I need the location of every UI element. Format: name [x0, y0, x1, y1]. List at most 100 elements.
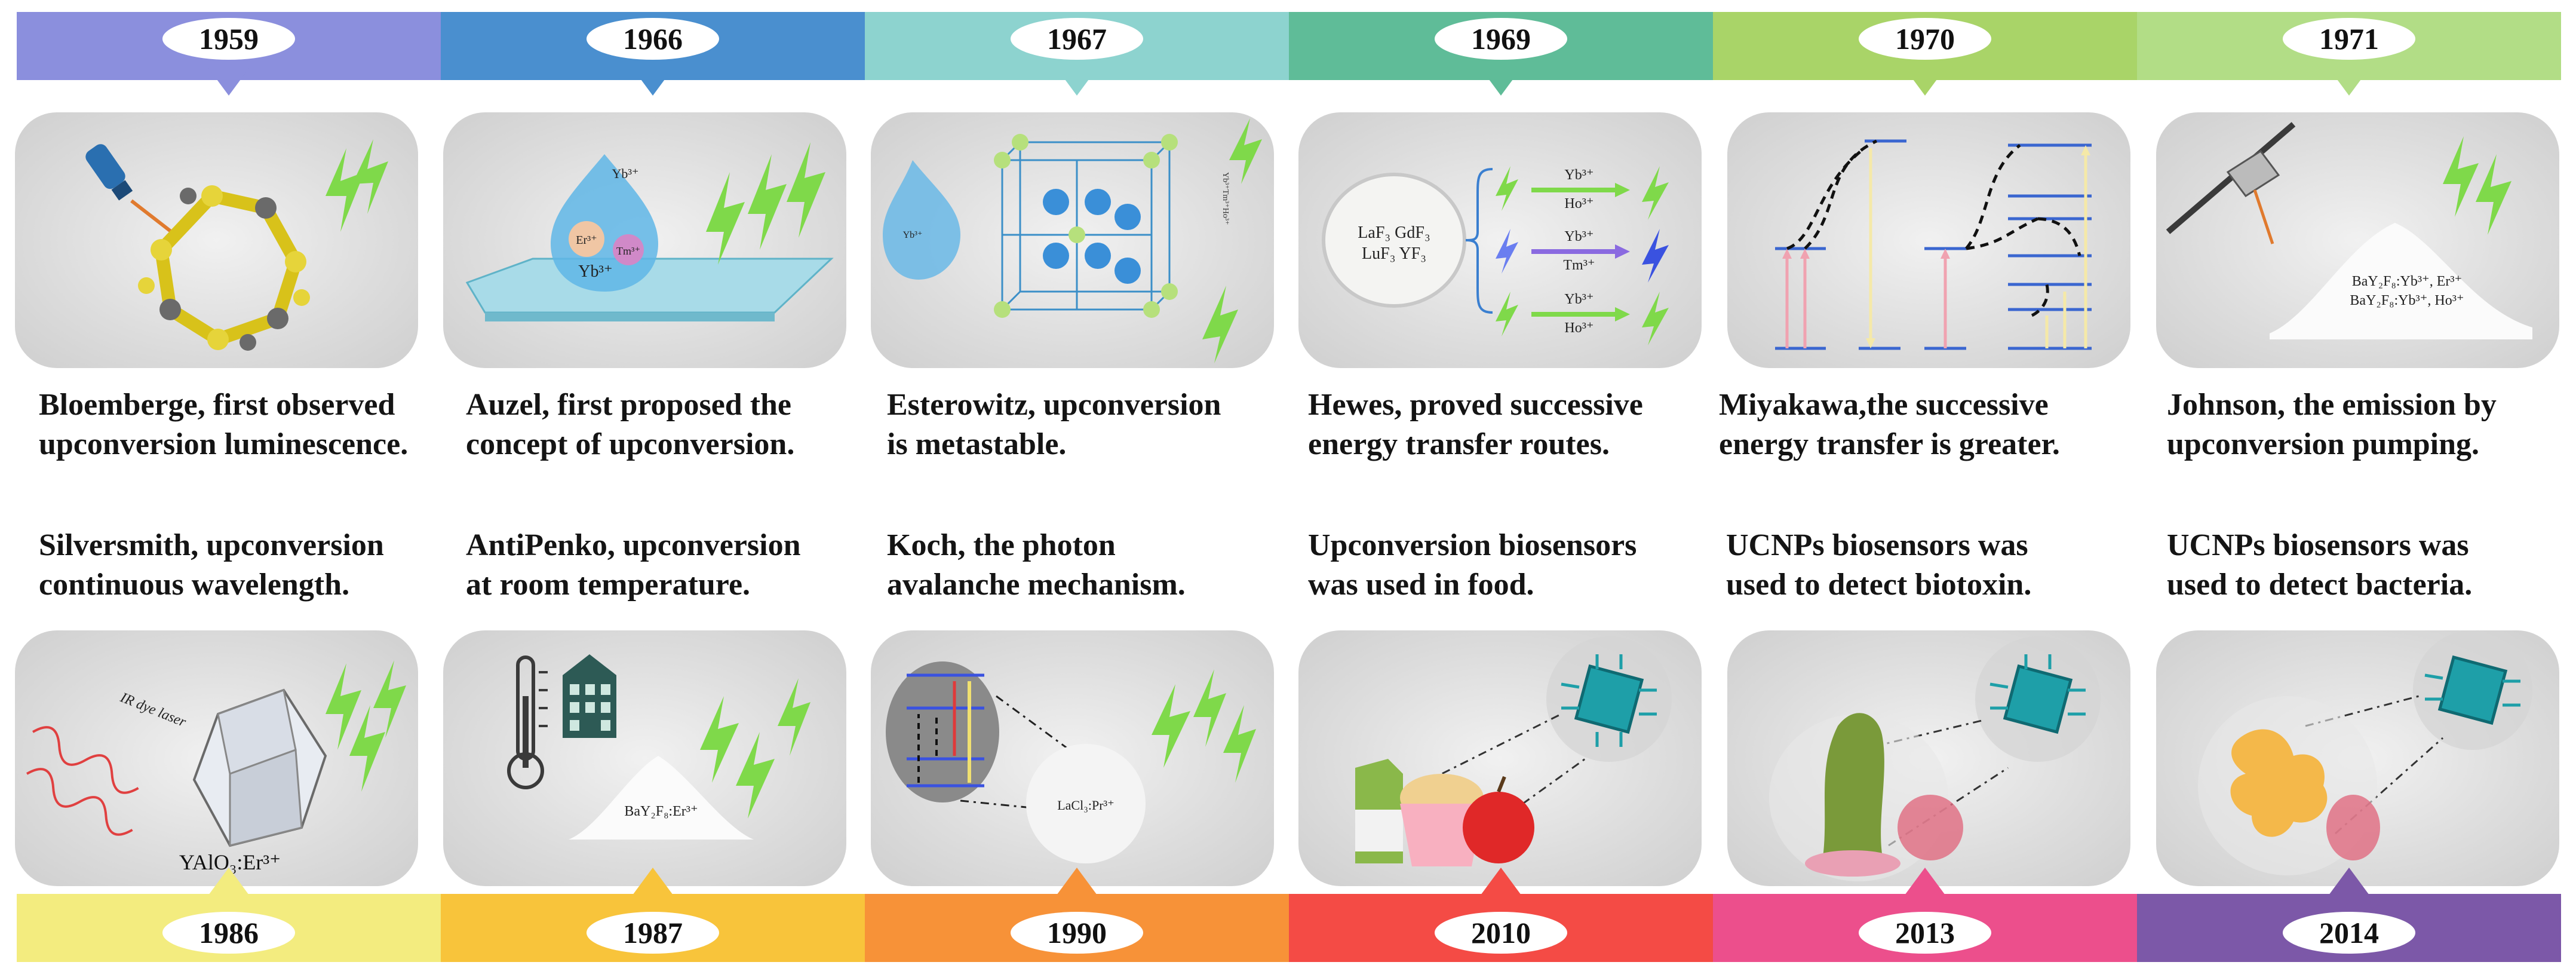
caption-1970: Miyakawa,the successive energy transfer …	[1719, 388, 2060, 461]
material-label: BaY₂F₈:Er³⁺	[624, 804, 698, 819]
noodle-cup-icon	[1400, 774, 1484, 866]
yb-ion-label: Yb³⁺	[903, 230, 923, 240]
arrow-down-icon	[633, 68, 673, 96]
illustration-card-1967: Yb³⁺ Yb³⁺Tm³⁺Ho³⁺	[871, 112, 1274, 368]
host-material-label: LuF₃ YF₃	[1362, 244, 1426, 263]
lightning-icon	[326, 660, 406, 792]
energy-level-diagram	[1775, 139, 2092, 350]
illustration-card-1986: IR dye laser YAlO₃:Er³⁺	[15, 630, 418, 886]
illustration-card-2013	[1727, 630, 2130, 886]
thermometer-icon	[507, 655, 548, 789]
powder-sphere-icon	[1026, 744, 1146, 863]
bacteria-biosensor-illustration	[2198, 630, 2532, 875]
caption-2010: Upconversion biosensors was used in food…	[1308, 528, 1637, 602]
year-label: 1969	[1435, 18, 1567, 60]
illustration-card-1959	[15, 112, 418, 368]
year-label: 1990	[1011, 912, 1143, 954]
arrow-up-icon	[2329, 868, 2369, 895]
timeline-band-2014: 2014	[2137, 868, 2561, 962]
lightning-icon	[326, 139, 388, 232]
illustration-card-2010	[1298, 630, 1702, 886]
caption-1969: Hewes, proved successive energy transfer…	[1308, 388, 1643, 461]
year-label: 2013	[1859, 912, 1991, 954]
tm-ion-label: Tm³⁺	[616, 245, 640, 257]
tm-ion-label: Tm³⁺	[1563, 258, 1595, 273]
pump-rod-icon	[2166, 122, 2296, 234]
fungus-culture-icon	[1805, 713, 1900, 877]
arrow-down-icon	[1905, 68, 1945, 96]
timeline-band-1990: 1990	[865, 868, 1289, 962]
powder-pile-icon	[569, 756, 754, 840]
year-label: 1967	[1011, 18, 1143, 60]
timeline-band-1971: 1971	[2137, 12, 2561, 96]
vertical-ion-label: Yb³⁺Tm³⁺Ho³⁺	[1221, 172, 1230, 225]
material-label: LaCl₃:Pr³⁺	[1057, 798, 1114, 813]
crystal-laser-illustration: IR dye laser YAlO₃:Er³⁺	[26, 660, 406, 874]
year-label: 1986	[162, 912, 295, 954]
timeline-band-1967: 1967	[865, 12, 1289, 96]
arrow-down-icon	[2329, 68, 2369, 96]
yb-ion-label: Yb³⁺	[1564, 292, 1594, 307]
laser-pointer-icon	[85, 144, 133, 201]
arrow-up-icon	[1481, 868, 1521, 895]
arrow-up-icon	[208, 868, 249, 895]
caption-1971: Johnson, the emission by upconversion pu…	[2167, 388, 2497, 461]
powder-dish-icon	[1322, 173, 1466, 308]
ho-ion-label: Ho³⁺	[1564, 320, 1594, 336]
lightning-icon	[706, 142, 825, 265]
crystal-cube-icon	[192, 688, 327, 847]
ho-ion-label: Ho³⁺	[1564, 196, 1594, 212]
laser-label: IR dye laser	[118, 690, 189, 730]
caption-1966: Auzel, first proposed the concept of upc…	[466, 388, 795, 461]
graphene-ring-illustration	[85, 139, 388, 351]
milk-carton-icon	[1355, 759, 1403, 863]
timeline-band-2013: 2013	[1713, 868, 2137, 962]
material-label: BaY₂F₈:Yb³⁺, Er³⁺	[2352, 274, 2462, 289]
year-label: 1971	[2283, 18, 2415, 60]
material-label: BaY₂F₈:Yb³⁺, Ho³⁺	[2350, 293, 2464, 308]
arrow-up-icon	[1905, 868, 1945, 895]
host-material-label: LaF₃ GdF₃	[1358, 223, 1430, 242]
chip-icon	[1975, 636, 2101, 762]
laser-head-icon	[2226, 149, 2280, 198]
lattice-icon	[1001, 141, 1171, 311]
illustration-card-1969: LaF₃ GdF₃ LuF₃ YF₃ Yb³⁺ Ho³⁺ Yb³⁺ Tm³⁺ Y…	[1298, 112, 1702, 368]
food-biosensor-illustration	[1355, 636, 1672, 866]
year-label: 2014	[2283, 912, 2415, 954]
illustration-card-1990: LaCl₃:Pr³⁺	[871, 630, 1274, 886]
powder-pile-icon	[2270, 223, 2532, 339]
crystal-lattice-illustration: Yb³⁺ Yb³⁺Tm³⁺Ho³⁺	[883, 118, 1262, 363]
illustration-card-1970	[1727, 112, 2130, 368]
timeline-band-1986: 1986	[17, 868, 441, 962]
photon-avalanche-illustration: LaCl₃:Pr³⁺	[886, 661, 1256, 863]
illustration-card-1971: BaY₂F₈:Yb³⁺, Er³⁺ BaY₂F₈:Yb³⁺, Ho³⁺	[2156, 112, 2559, 368]
molecule-ring-icon	[138, 185, 310, 351]
bacteria-colony-icon	[2230, 729, 2328, 837]
powder-pile-illustration: BaY₂F₈:Yb³⁺, Er³⁺ BaY₂F₈:Yb³⁺, Ho³⁺	[2166, 122, 2532, 339]
timeline-band-1966: 1966	[441, 12, 865, 96]
building-icon	[563, 654, 616, 738]
timeline-band-2010: 2010	[1289, 868, 1713, 962]
arrow-down-icon	[1057, 68, 1097, 96]
energy-transfer-illustration: LaF₃ GdF₃ LuF₃ YF₃ Yb³⁺ Ho³⁺ Yb³⁺ Tm³⁺ Y…	[1322, 166, 1669, 345]
yb-ion-label: Yb³⁺	[1564, 229, 1594, 244]
year-label: 1970	[1859, 18, 1991, 60]
year-label: 1987	[587, 912, 719, 954]
caption-1990: Koch, the photon avalanche mechanism.	[887, 528, 1186, 602]
caption-1959: Bloemberge, first observed upconversion …	[39, 388, 409, 461]
droplet-on-glass-illustration: Er³⁺ Tm³⁺ Yb³⁺ Yb³⁺	[465, 142, 834, 321]
lightning-icon	[1152, 669, 1256, 783]
lightning-icon	[700, 678, 810, 819]
caption-1967: Esterowitz, upconversion is metastable.	[887, 388, 1221, 461]
year-label: 2010	[1435, 912, 1567, 954]
arrow-down-icon	[208, 68, 249, 96]
caption-2014: UCNPs biosensors was used to detect bact…	[2167, 528, 2473, 602]
droplet-icon	[883, 160, 960, 280]
timeline-band-1959: 1959	[17, 12, 441, 96]
timeline-band-1970: 1970	[1713, 12, 2137, 96]
lightning-icon	[2443, 136, 2511, 235]
caption-2013: UCNPs biosensors was used to detect biot…	[1726, 528, 2032, 602]
chip-icon	[2413, 630, 2532, 750]
arrow-up-icon	[1057, 868, 1097, 895]
